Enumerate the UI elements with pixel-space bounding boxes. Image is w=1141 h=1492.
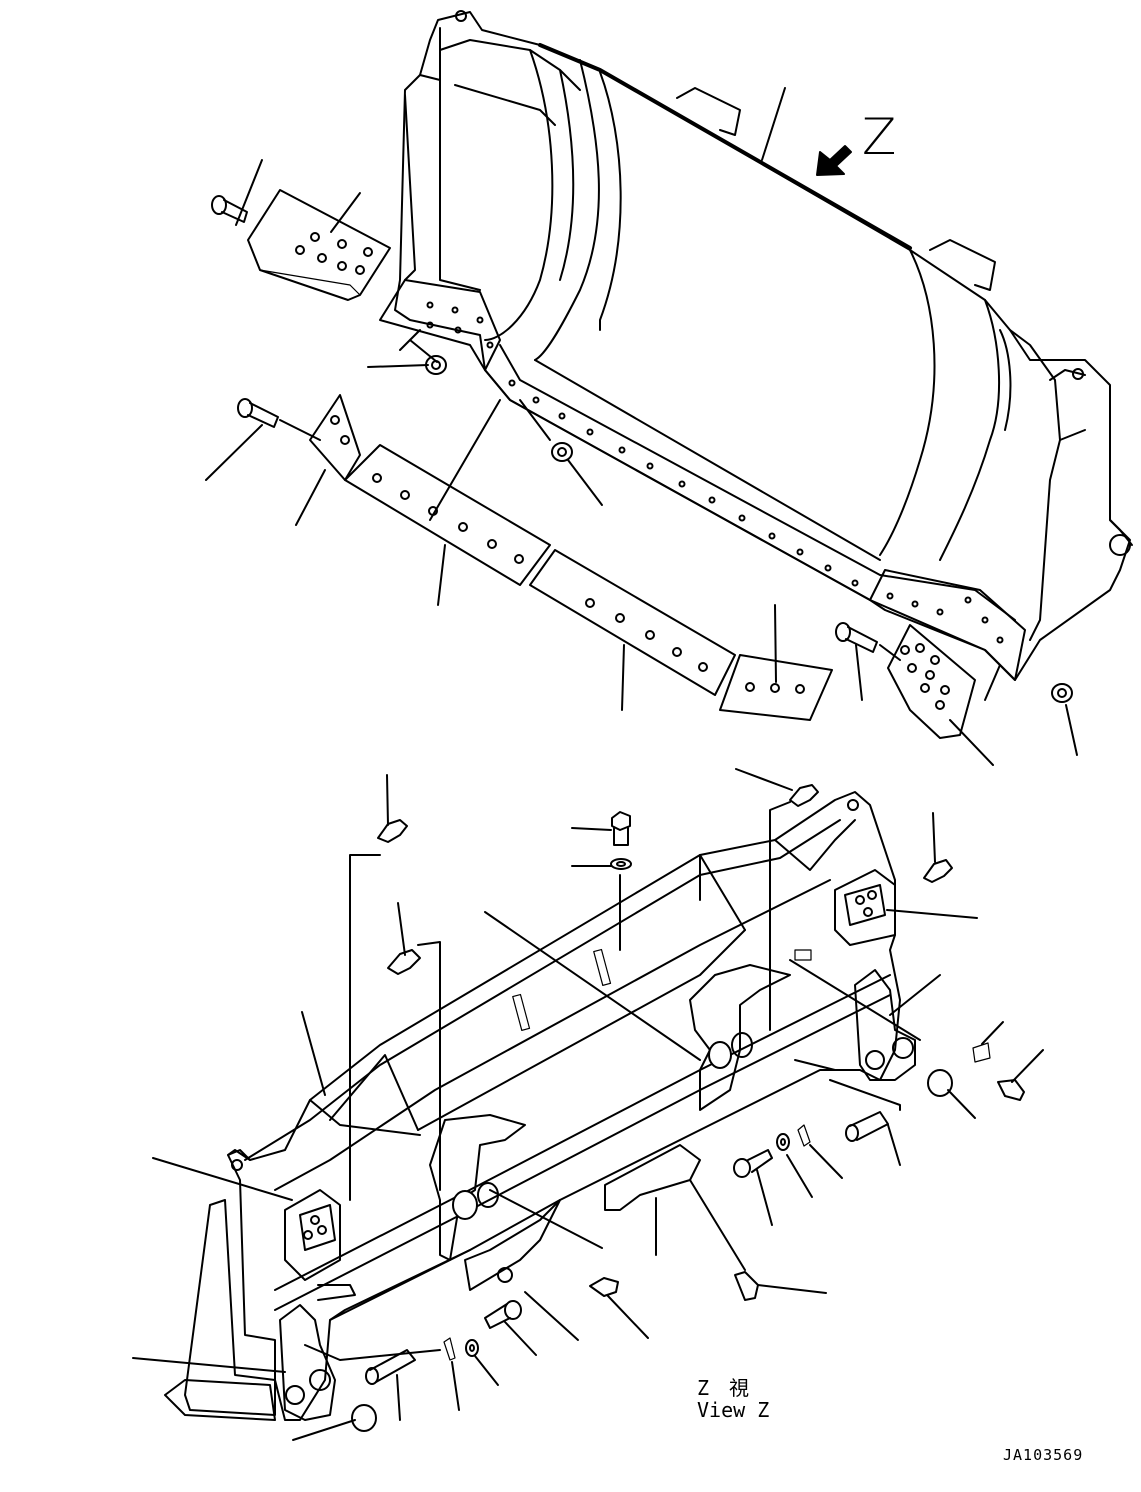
nut-center xyxy=(551,442,573,462)
bushing-right xyxy=(927,1069,953,1097)
washer-top xyxy=(610,858,632,870)
left-end-bit-plate xyxy=(247,189,391,301)
shim-right xyxy=(972,1042,991,1063)
leader-lines-lower xyxy=(132,768,1044,1441)
cutting-edge-left xyxy=(344,444,551,586)
cutting-edge-rail xyxy=(484,369,871,601)
cutting-edge-bolt xyxy=(237,398,279,428)
rod-hook xyxy=(317,1284,356,1301)
bolt-top xyxy=(611,811,631,846)
grease-fitting-1 xyxy=(377,819,408,843)
washer-left-lower xyxy=(465,1339,479,1357)
blade-pivot-hole xyxy=(1109,534,1131,556)
side-plate-left xyxy=(309,394,361,481)
right-trunnion xyxy=(854,969,916,1081)
grease-fitting-2 xyxy=(789,784,819,807)
view-z-label: Z xyxy=(862,108,897,166)
drawing-number: JA103569 xyxy=(1003,1446,1084,1464)
end-bit-bolt-right xyxy=(835,622,878,653)
view-z-arrow xyxy=(816,145,852,176)
left-end-bit xyxy=(379,279,501,371)
cutting-edge-center xyxy=(529,549,736,696)
lock-plate-left xyxy=(443,1337,456,1361)
center-bracket xyxy=(429,1114,526,1261)
frame-assembly xyxy=(132,768,1044,1441)
grease-fitting-5 xyxy=(589,1277,619,1297)
bolt-right-end xyxy=(997,1079,1025,1101)
blade-top-bracket-right xyxy=(929,239,996,291)
right-end-bit xyxy=(869,569,1026,681)
pin-right xyxy=(845,1111,889,1142)
grease-fitting-4 xyxy=(387,949,421,975)
view-caption-english: View Z xyxy=(697,1398,770,1422)
pin-left xyxy=(365,1349,416,1385)
left-side-plate xyxy=(184,1199,276,1416)
lock-plate-right xyxy=(797,1124,811,1147)
blade-top-bracket xyxy=(676,87,741,136)
bolt-right-lower xyxy=(733,1149,773,1178)
left-trunnion xyxy=(279,1304,336,1421)
bolt-left-lower xyxy=(484,1300,522,1329)
right-end-bit-plate xyxy=(887,624,976,739)
rail-bolt-holes xyxy=(426,301,1004,644)
cutting-edge-right xyxy=(719,654,833,721)
leader-lines-upper xyxy=(205,87,1078,766)
left-bracket xyxy=(284,1189,341,1281)
right-bracket xyxy=(834,869,896,946)
nut-right xyxy=(1051,683,1073,703)
end-bit-bolt-upper-left xyxy=(211,195,248,223)
grease-fitting-6 xyxy=(734,1271,759,1301)
moldboard-curve xyxy=(534,59,600,361)
blade-assembly xyxy=(205,10,1133,766)
blade-top-edge xyxy=(538,43,912,250)
blade-outline xyxy=(394,11,1131,681)
grease-fitting-3 xyxy=(923,859,953,883)
washer-right-lower xyxy=(776,1133,790,1151)
bushing-left xyxy=(351,1404,377,1432)
frame-main-outline xyxy=(227,791,901,1421)
view-caption-japanese: Z 視 xyxy=(697,1376,750,1400)
